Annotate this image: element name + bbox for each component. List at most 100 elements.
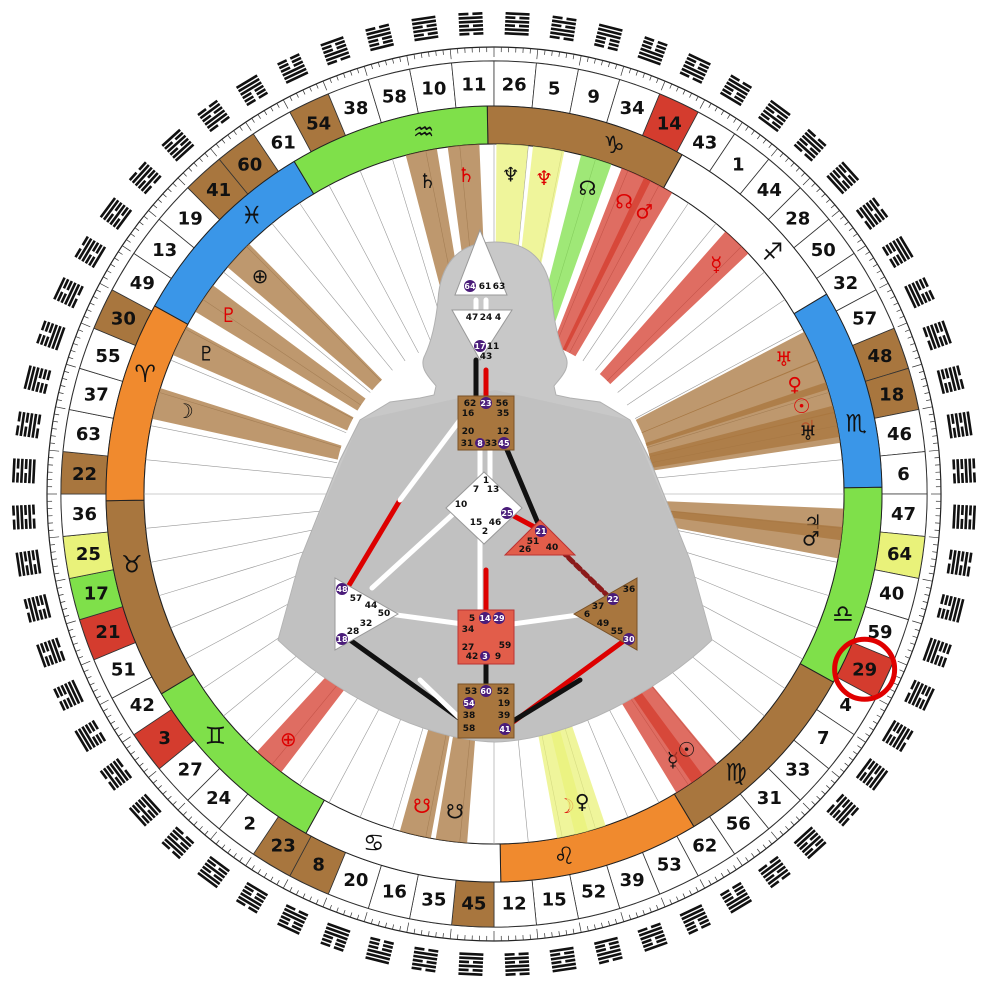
hexagram-line (382, 35, 392, 40)
hexagram-line (459, 964, 483, 968)
hexagram-line (24, 599, 29, 609)
gate-label: 43 (480, 352, 493, 362)
gate-number: 29 (852, 659, 877, 680)
hexagram-line (937, 608, 942, 618)
hexagram-line (25, 519, 28, 529)
hexagram-line (33, 519, 36, 529)
hexagram-icon (458, 12, 483, 36)
hexagram-icon (458, 952, 483, 976)
hexagram-line (42, 609, 47, 619)
planet-glyph: ☋ (446, 800, 464, 824)
hexagram-line (31, 550, 35, 560)
gate-label: 11 (487, 342, 500, 352)
hexagram-line (595, 944, 605, 949)
hexagram-line (566, 18, 576, 22)
gate-label: 4 (495, 313, 501, 323)
planet-glyph: ☿ (710, 252, 722, 276)
gate-number: 41 (206, 180, 231, 201)
hexagram-line (505, 953, 515, 956)
hexagram-icon (236, 882, 268, 914)
hexagram-line (428, 31, 438, 35)
planet-glyph: ⊕ (252, 264, 269, 288)
hexagram-icon (758, 856, 791, 888)
hexagram-line (369, 42, 379, 47)
hexagram-line (551, 961, 561, 965)
hexagram-line (519, 960, 529, 963)
hexagram-line (968, 459, 972, 483)
gate-number: 62 (692, 836, 717, 857)
hexagram-line (948, 382, 953, 392)
hexagram-icon (74, 720, 106, 752)
hexagram-line (473, 961, 483, 964)
hexagram-line (596, 948, 606, 953)
hexagram-line (961, 473, 964, 483)
planet-glyph: ♇ (197, 342, 215, 366)
gate-number: 22 (72, 464, 97, 485)
gate-number: 31 (757, 788, 782, 809)
gate-number: 35 (421, 890, 446, 911)
gate-number: 17 (84, 584, 109, 605)
gate-label: 6 (584, 610, 590, 620)
gate-number: 53 (657, 855, 682, 876)
hexagram-line (39, 610, 44, 620)
hexagram-line (414, 947, 424, 951)
hexagram-line (609, 42, 619, 47)
gate-number: 48 (868, 346, 893, 367)
hexagram-line (383, 944, 393, 949)
gate-label: 18 (336, 635, 348, 644)
hexagram-line (956, 505, 960, 529)
planet-glyph: ⊕ (280, 727, 297, 751)
gate-label: 14 (479, 614, 491, 623)
hexagram-line (563, 37, 573, 41)
hexagram-line (565, 25, 575, 29)
hexagram-icon (15, 411, 41, 438)
gate-label: 60 (480, 687, 492, 696)
hexagram-line (969, 552, 973, 562)
hexagram-line (459, 960, 469, 963)
hexagram-line (365, 27, 375, 32)
gate-number: 3 (158, 728, 171, 749)
planet-glyph: ☉ (678, 738, 696, 762)
hexagram-line (428, 949, 438, 953)
hexagram-line (35, 428, 39, 438)
zodiac-symbol: ♌ (554, 842, 576, 870)
hexagram-icon (277, 53, 308, 84)
hexagram-icon (856, 758, 888, 791)
hexagram-line (414, 33, 424, 37)
hexagram-icon (53, 277, 84, 308)
gate-label: 32 (360, 619, 373, 629)
gate-label: 33 (485, 439, 498, 449)
gate-label: 52 (497, 687, 510, 697)
gate-label: 12 (497, 427, 510, 437)
hexagram-icon (794, 129, 827, 162)
hexagram-line (959, 565, 963, 575)
gate-number: 60 (237, 155, 262, 176)
hexagram-line (552, 15, 562, 19)
hexagram-line (565, 959, 575, 963)
planet-glyph: ♇ (220, 303, 238, 327)
gate-label: 45 (498, 439, 510, 448)
gate-number: 52 (581, 882, 606, 903)
hexagram-line (28, 459, 32, 483)
hexagram-line (13, 520, 16, 530)
gate-number: 6 (897, 464, 910, 485)
hexagram-line (550, 35, 560, 39)
gate-label: 19 (498, 699, 511, 709)
hexagram-icon (594, 24, 623, 52)
hexagram-line (966, 566, 970, 576)
hexagram-line (960, 459, 963, 469)
gate-number: 14 (657, 113, 682, 134)
hexagram-icon (904, 680, 935, 711)
hexagram-line (413, 25, 423, 29)
gate-number: 33 (785, 759, 810, 780)
gate-label: 59 (499, 641, 512, 651)
hexagram-icon (129, 161, 162, 194)
hexagram-icon (74, 236, 106, 268)
hexagram-icon (882, 720, 914, 752)
planet-glyph: ☽ (176, 399, 194, 423)
hexagram-line (941, 609, 946, 619)
hexagram-line (459, 20, 483, 24)
hexagram-line (459, 968, 469, 971)
